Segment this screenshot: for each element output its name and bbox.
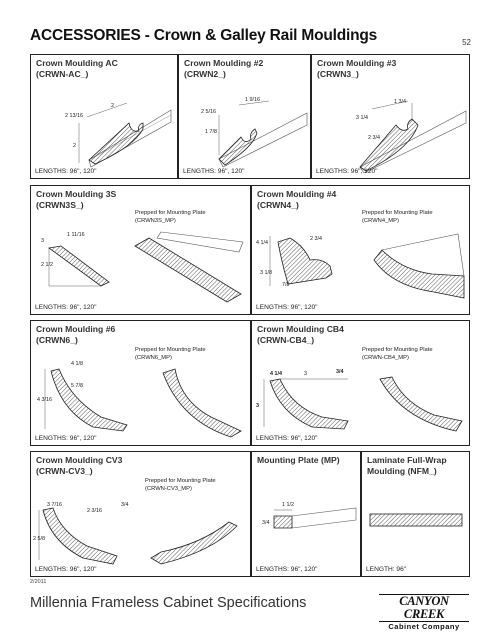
dim-label: 3/4 <box>336 369 344 375</box>
dim-label: 1 1/2 <box>282 502 294 508</box>
dim-label: 3 1/4 <box>356 115 368 121</box>
cell-crown-moulding-4: Crown Moulding #4(CRWN4_) Prepped for Mo… <box>251 185 470 315</box>
dim-label: 3 7/16 <box>47 502 62 508</box>
page-title: ACCESSORIES - Crown & Galley Rail Mouldi… <box>30 27 378 44</box>
dim-label: 1 9/16 <box>245 97 260 103</box>
profile-drawing-crwn4: 2 3/4 4 1/4 3 1/8 7/8 <box>256 233 465 299</box>
cell-name: Crown Moulding 3S(CRWN3S_) <box>36 189 117 210</box>
mounting-plate-note: Prepped for Mounting Plate(CRWN4_MP) <box>362 210 433 224</box>
dim-label: 3 <box>304 371 307 377</box>
lengths-label: LENGTHS: 96", 120" <box>256 304 318 311</box>
dim-label: 7/8 <box>282 282 290 288</box>
dim-label: 4 1/8 <box>71 361 83 367</box>
dim-label: 4 3/16 <box>37 397 52 403</box>
profile-drawing-crwn-cv3: 3 7/16 2 3/16 3/4 2 5/8 <box>33 502 238 565</box>
profile-drawing-crwn2: 1 9/16 2 5/16 1 7/8 <box>201 97 308 168</box>
lengths-label: LENGTH: 96" <box>366 566 407 573</box>
profile-drawing-nfm <box>369 513 463 527</box>
dim-label: 4 1/4 <box>270 371 282 377</box>
dim-label: 2 13/16 <box>65 113 83 119</box>
cell-name: Crown Moulding #6(CRWN6_) <box>36 324 116 345</box>
dim-label: 2 3/4 <box>310 236 322 242</box>
profile-drawing-crwn-ac: 2 13/16 2 2 <box>65 102 172 168</box>
lengths-label: LENGTHS: 96", 120" <box>35 168 97 175</box>
dim-label: 3/4 <box>262 520 270 526</box>
mounting-plate-note: Prepped for Mounting Plate(CRWN-CV3_MP) <box>145 478 216 492</box>
dim-label: 1 3/4 <box>394 99 406 105</box>
dim-label: 3 <box>41 238 44 244</box>
cell-crown-moulding-cv3: Crown Moulding CV3(CRWN-CV3_) Prepped fo… <box>30 451 251 577</box>
cell-name: Crown Moulding CV3(CRWN-CV3_) <box>36 455 123 476</box>
dim-label: 2 1/2 <box>41 262 53 268</box>
page-number: 52 <box>462 38 471 47</box>
dim-label: 1 11/16 <box>67 232 85 238</box>
cell-crown-moulding-3: Crown Moulding #3(CRWN3_) 1 3/4 3 1/4 2 … <box>311 54 470 179</box>
lengths-label: LENGTHS: 96", 120" <box>183 168 245 175</box>
cell-crown-moulding-2: Crown Moulding #2(CRWN2_) 1 9/16 2 5/16 … <box>178 54 311 179</box>
dim-label: 5 7/8 <box>71 383 83 389</box>
cell-name: Mounting Plate (MP) <box>257 455 340 465</box>
cell-crown-moulding-3s: Crown Moulding 3S(CRWN3S_) Prepped for M… <box>30 185 251 315</box>
dim-label: 2 3/16 <box>87 508 102 514</box>
cell-mounting-plate: Mounting Plate (MP) 1 1/2 3/4 LENGTHS: 9… <box>251 451 361 577</box>
cell-name: Crown Moulding #4(CRWN4_) <box>257 189 337 210</box>
cell-name: Crown Moulding #2(CRWN2_) <box>184 58 264 79</box>
dim-label: 1 7/8 <box>205 129 217 135</box>
footer-title: Millennia Frameless Cabinet Specificatio… <box>30 595 307 611</box>
profile-drawing-mp: 1 1/2 3/4 <box>262 502 357 529</box>
profile-drawing-crwn-cb4: 4 1/4 3 3/4 3 <box>256 369 463 432</box>
company-logo: CANYON CREEK Cabinet Company <box>379 594 469 631</box>
profile-drawing-crwn6: 4 1/8 5 7/8 4 3/16 <box>37 361 242 438</box>
dim-label: 3 <box>256 403 259 409</box>
logo-subtitle: Cabinet Company <box>388 622 460 631</box>
mounting-plate-note: Prepped for Mounting Plate(CRWN3S_MP) <box>135 210 206 224</box>
cell-name: Crown Moulding #3(CRWN3_) <box>317 58 397 79</box>
lengths-label: LENGTHS: 96", 120" <box>35 435 97 442</box>
cell-name: Crown Moulding AC(CRWN-AC_) <box>36 58 118 79</box>
dim-label: 3/4 <box>121 502 129 508</box>
mounting-plate-note: Prepped for Mounting Plate(CRWN6_MP) <box>135 347 206 361</box>
cell-crown-moulding-6: Crown Moulding #6(CRWN6_) Prepped for Mo… <box>30 320 251 446</box>
dim-label: 2 5/8 <box>33 536 45 542</box>
mounting-plate-note: Prepped for Mounting Plate(CRWN-CB4_MP) <box>362 347 433 361</box>
dim-label: 2 <box>73 143 76 149</box>
dim-label: 2 5/16 <box>201 109 216 115</box>
dim-label: 2 <box>111 103 114 109</box>
cell-name: Crown Moulding CB4(CRWN-CB4_) <box>257 324 344 345</box>
revision-date: 2/2011 <box>30 579 47 585</box>
lengths-label: LENGTHS: 96", 120" <box>256 435 318 442</box>
profile-drawing-crwn3s: 1 11/16 3 2 1/2 <box>41 231 244 303</box>
dim-label: 3 1/8 <box>260 270 272 276</box>
lengths-label: LENGTHS: 96", 120" <box>35 566 97 573</box>
cell-crown-moulding-cb4: Crown Moulding CB4(CRWN-CB4_) Prepped fo… <box>251 320 470 446</box>
lengths-label: LENGTHS: 96", 120" <box>35 304 97 311</box>
logo-wordmark: CANYON CREEK <box>379 594 469 622</box>
profile-drawing-crwn3: 1 3/4 3 1/4 2 3/4 <box>356 99 467 174</box>
dim-label: 2 3/4 <box>368 135 380 141</box>
lengths-label: LENGTHS: 96", 120" <box>256 566 318 573</box>
cell-crown-moulding-ac: Crown Moulding AC(CRWN-AC_) 2 13/16 2 2 … <box>30 54 178 179</box>
dim-label: 4 1/4 <box>256 240 268 246</box>
lengths-label: LENGTHS: 96", 120" <box>316 168 378 175</box>
